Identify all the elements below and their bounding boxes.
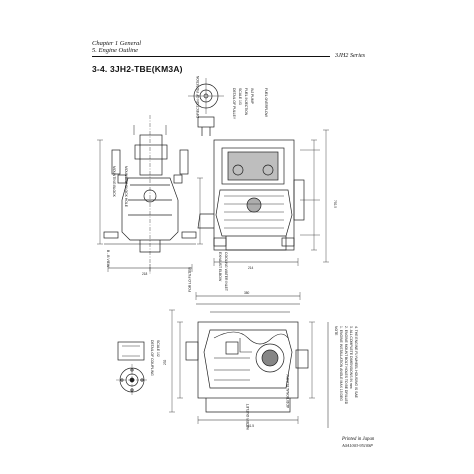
dim-plan-width: 380 — [244, 291, 250, 295]
dim-side-overall: 792.5 — [333, 200, 337, 208]
label-exhaust: EXHAUST ELBOW — [218, 252, 222, 282]
label-lo-filter: FOR LO FILTER — [188, 267, 192, 292]
label-pulley: DETAIL OF PULLEY — [232, 88, 236, 120]
series-label: 3JH2 Series — [335, 52, 366, 59]
document-code: A0A1003-9510SP — [342, 443, 373, 448]
label-cooling-in: COOLING WATER INLET — [224, 252, 228, 291]
label-mount-block: MOUNTING BLOCK — [112, 166, 116, 197]
pulley-detail — [188, 78, 224, 136]
label-overflow: FUEL OVERFLOW — [264, 88, 268, 117]
label-pump: INJ PUMP — [250, 88, 254, 104]
note-line-4: 4. THE ENGINE FLYWHEEL HOUSING IS SAE — [354, 326, 358, 398]
label-scale: SCALE 1/3 — [238, 88, 242, 105]
note-line-1: 1. ENGINE INSTALLATION ANGLE MAX 15 DEG — [339, 326, 343, 401]
coupling-detail — [116, 341, 148, 396]
label-rotation: DIRECTION OF ROTATION — [196, 75, 200, 118]
label-water-out: WATER OUTLET — [246, 403, 250, 430]
section-title: 5. Engine Outline — [92, 47, 139, 54]
front-view — [97, 115, 203, 275]
page-heading: 3-4. 3JH2-TBE(KM3A) — [92, 64, 183, 74]
note-line-2: 2. ENGINE MOUNT BOLT HOLES TO BE DRILLED — [344, 326, 348, 405]
label-additional-elbow: ADDITIONAL ELBOW — [286, 374, 290, 408]
dim-top-width: 218 — [142, 272, 148, 276]
label-coupling-scale: SCALE 1/2 — [156, 340, 160, 357]
chapter-title: Chapter 1 General — [92, 40, 142, 47]
side-view — [197, 129, 329, 266]
label-mount-block-hole: MOUNTING BLOCK HOLE — [124, 166, 128, 208]
label-coupling: DETAIL OF COUPLING — [150, 340, 154, 376]
printed-in: Printed in Japan — [342, 437, 375, 442]
note-title: NOTE — [334, 326, 338, 336]
dim-plan-b: 232 — [163, 359, 167, 365]
header-rule — [92, 56, 330, 57]
note-line-3: 3. ALL COMPLETE DIMENSIONS IN mm — [349, 326, 353, 389]
plan-view — [169, 292, 315, 424]
label-injection: FUEL INJECTION — [244, 88, 248, 116]
label-rear-view: B - B VIEW — [106, 250, 110, 268]
dim-plan-a: 161.5 — [246, 424, 254, 428]
dim-bottom-width: 214 — [248, 266, 254, 270]
